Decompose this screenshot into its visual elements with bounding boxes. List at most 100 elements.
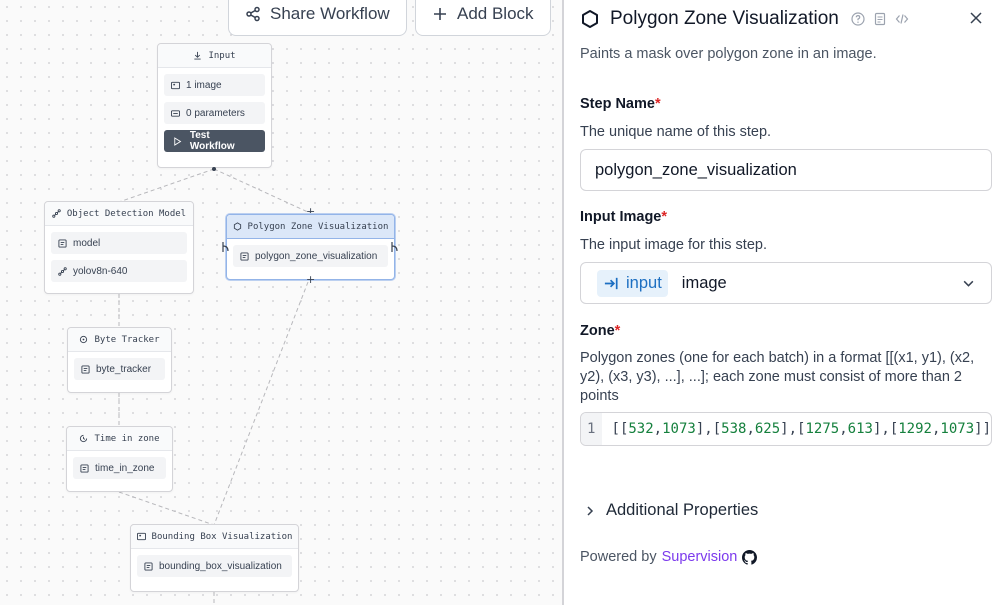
login-arrow-icon <box>604 277 618 289</box>
docs-icon[interactable] <box>873 12 887 26</box>
node-polygon-title: Polygon Zone Visualization <box>247 221 389 232</box>
plus-icon <box>434 8 446 20</box>
branch-handle-left-icon[interactable] <box>221 241 231 253</box>
share-icon <box>246 6 260 22</box>
input-images-label: 1 image <box>186 79 222 91</box>
detection-icon <box>52 209 61 218</box>
input-image-help: The input image for this step. <box>580 237 767 253</box>
node-detection-header: Object Detection Model <box>45 202 193 226</box>
input-source-pill: input <box>597 269 668 297</box>
node-tracker-header: Byte Tracker <box>68 328 171 352</box>
add-block-button[interactable]: Add Block <box>415 0 551 36</box>
close-icon[interactable] <box>968 10 984 26</box>
line-number: 1 <box>581 413 602 445</box>
panel-title: Polygon Zone Visualization <box>610 8 839 29</box>
node-polygon-zone[interactable]: Polygon Zone Visualization polygon_zone_… <box>226 214 395 280</box>
node-tracker-title: Byte Tracker <box>94 334 160 345</box>
chevron-down-icon <box>963 280 974 287</box>
help-icon[interactable] <box>851 12 865 26</box>
share-workflow-label: Share Workflow <box>270 4 390 23</box>
node-detection-title: Object Detection Model <box>66 208 187 219</box>
node-bbox-header: Bounding Box Visualization <box>131 525 298 549</box>
input-params-chip[interactable]: 0 parameters <box>164 102 265 124</box>
tracker-name-label: byte_tracker <box>96 363 152 375</box>
additional-properties-toggle[interactable]: Additional Properties <box>584 501 758 520</box>
panel-header: Polygon Zone Visualization <box>580 8 909 30</box>
image-icon <box>171 81 180 89</box>
zone-code-text[interactable]: [[532,1073],[538,625],[1275,613],[1292,1… <box>611 421 992 437</box>
add-block-label: Add Block <box>457 4 534 23</box>
detection-model-chip[interactable]: model <box>51 232 187 254</box>
box-icon <box>58 238 67 248</box>
polygon-name-chip[interactable]: polygon_zone_visualization <box>233 245 388 267</box>
detection-icon <box>58 266 67 276</box>
powered-prefix: Powered by <box>580 549 657 565</box>
box-icon <box>80 463 89 473</box>
node-input[interactable]: Input 1 image 0 parameters Test Workflow <box>157 43 272 168</box>
share-workflow-button[interactable]: Share Workflow <box>228 0 407 36</box>
input-image-select[interactable]: input image <box>580 262 992 304</box>
node-timezone-title: Time in zone <box>94 433 160 444</box>
test-workflow-button[interactable]: Test Workflow <box>164 130 265 152</box>
input-images-chip[interactable]: 1 image <box>164 74 265 96</box>
polygon-name-label: polygon_zone_visualization <box>255 250 378 262</box>
timer-icon <box>80 434 88 443</box>
hexagon-icon <box>233 222 241 231</box>
edge-input-detection <box>118 168 215 203</box>
zone-help: Polygon zones (one for each batch) in a … <box>580 350 975 404</box>
bbox-name-chip[interactable]: bounding_box_visualization <box>137 555 292 577</box>
step-name-help: The unique name of this step. <box>580 124 772 140</box>
detection-version-chip[interactable]: yolov8n-640 <box>51 260 187 282</box>
input-source-label: input <box>626 273 662 292</box>
node-timezone-header: Time in zone <box>67 427 172 451</box>
chevron-right-icon <box>587 505 594 516</box>
powered-by: Powered by Supervision <box>580 549 758 565</box>
node-time-in-zone[interactable]: Time in zone time_in_zone <box>66 426 173 492</box>
additional-properties-label: Additional Properties <box>606 501 759 519</box>
add-before-polygon-button[interactable]: + <box>306 205 316 218</box>
test-workflow-label: Test Workflow <box>189 130 235 152</box>
supervision-link[interactable]: Supervision <box>661 549 738 565</box>
add-after-polygon-button[interactable]: + <box>306 273 316 286</box>
panel-description: Paints a mask over polygon zone in an im… <box>580 46 877 62</box>
code-icon[interactable] <box>895 12 909 26</box>
node-input-header: Input <box>158 44 271 68</box>
block-properties-panel: Polygon Zone Visualization Paints a mask… <box>562 0 1000 605</box>
node-input-title: Input <box>208 50 236 61</box>
detection-version-label: yolov8n-640 <box>73 265 128 277</box>
node-bounding-box[interactable]: Bounding Box Visualization bounding_box_… <box>130 524 299 592</box>
download-icon <box>194 51 202 60</box>
timezone-name-chip[interactable]: time_in_zone <box>73 457 166 479</box>
input-output-handle[interactable] <box>212 167 216 171</box>
workflow-canvas[interactable]: Share Workflow Add Block Input 1 image 0… <box>0 0 562 605</box>
tracker-name-chip[interactable]: byte_tracker <box>74 358 165 380</box>
input-image-value: image <box>681 273 727 292</box>
edge-timezone-bbox <box>118 491 215 526</box>
box-icon <box>144 561 153 571</box>
step-name-label: Step Name* <box>580 96 661 112</box>
parameters-icon <box>171 109 180 117</box>
input-image-label: Input Image* <box>580 209 668 225</box>
detection-model-label: model <box>73 237 101 249</box>
node-object-detection[interactable]: Object Detection Model model yolov8n-640 <box>44 201 194 294</box>
node-bbox-title: Bounding Box Visualization <box>151 531 293 542</box>
edge-input-polygon <box>213 168 311 214</box>
edges-layer <box>118 168 311 605</box>
step-name-input[interactable]: polygon_zone_visualization <box>580 149 992 191</box>
github-icon[interactable] <box>742 549 758 565</box>
branch-handle-right-icon[interactable] <box>390 241 400 253</box>
box-icon <box>240 251 249 261</box>
timezone-name-label: time_in_zone <box>95 462 155 474</box>
bbox-name-label: bounding_box_visualization <box>159 560 282 572</box>
edge-polygon-bbox <box>213 281 309 526</box>
target-icon <box>80 335 88 344</box>
step-name-value: polygon_zone_visualization <box>595 160 797 179</box>
box-icon <box>81 364 90 374</box>
zone-code-editor[interactable]: 1 [[532,1073],[538,625],[1275,613],[1292… <box>580 412 992 446</box>
input-params-label: 0 parameters <box>186 107 245 119</box>
node-byte-tracker[interactable]: Byte Tracker byte_tracker <box>67 327 172 393</box>
play-icon <box>174 136 182 146</box>
zone-label: Zone* <box>580 323 621 339</box>
image-icon <box>136 532 146 541</box>
hexagon-icon <box>582 10 598 28</box>
